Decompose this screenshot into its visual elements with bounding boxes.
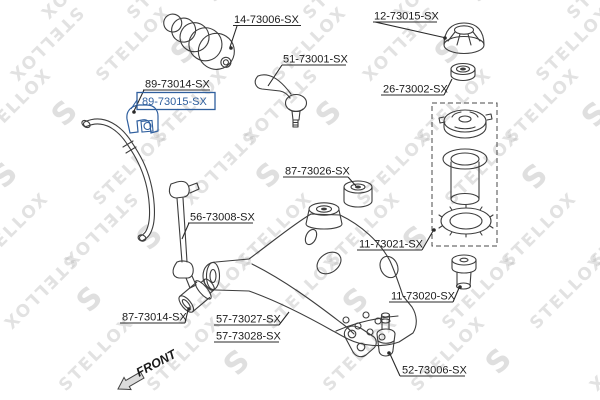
control-arm-rear-bushing-drawing: [343, 180, 373, 208]
part-label-bearing: 26-73002-SX: [383, 84, 448, 96]
steering-rack-boot-drawing: [163, 13, 235, 70]
callout-lines: [120, 21, 465, 377]
part-label-front-bushing: 87-73014-SX: [122, 312, 187, 324]
kit-boundary-box: [431, 102, 498, 247]
front-arrow-icon: [117, 371, 145, 391]
stabilizer-bushing-drawing: [126, 104, 159, 134]
part-label-bump-stop: 11-73020-SX: [391, 291, 456, 303]
strut-dust-cover-kit-drawing: [431, 102, 498, 247]
part-label-rear-bushing: 87-73026-SX: [285, 166, 350, 178]
part-label-strut-mount: 12-73015-SX: [374, 11, 439, 23]
strut-bearing-drawing: [450, 62, 476, 82]
tie-rod-end-drawing: [254, 74, 308, 128]
part-label-tie-rod-end: 51-73001-SX: [283, 54, 348, 66]
front-label: FRONT: [134, 346, 180, 379]
highlight-leader-line: [130, 99, 138, 110]
part-label-ball-joint: 52-73006-SX: [402, 365, 467, 377]
ball-joint-drawing: [343, 312, 396, 358]
highlighted-part-box[interactable]: [136, 91, 216, 111]
part-label-boot: 14-73006-SX: [234, 14, 299, 26]
control-arm-drawing: [202, 202, 417, 347]
part-label-stab-bushing-highlighted[interactable]: 89-73015-SX: [142, 96, 207, 108]
bump-stop-drawing: [451, 254, 477, 290]
stabilizer-bar-drawing: [81, 118, 155, 242]
control-arm-front-bushing-drawing: [178, 278, 215, 313]
part-label-arm-2: 57-73028-SX: [216, 331, 281, 343]
strut-mount-drawing: [443, 22, 485, 55]
part-label-stab-bushing: 89-73014-SX: [145, 79, 210, 91]
part-label-stab-link: 56-73008-SX: [190, 212, 255, 224]
part-label-dust-kit: 11-73021-SX: [359, 239, 424, 251]
part-label-arm-1: 57-73027-SX: [216, 314, 281, 326]
callout-dots: [132, 36, 462, 355]
stabilizer-link-drawing: [168, 180, 200, 289]
front-direction-indicator: FRONT: [117, 346, 180, 391]
